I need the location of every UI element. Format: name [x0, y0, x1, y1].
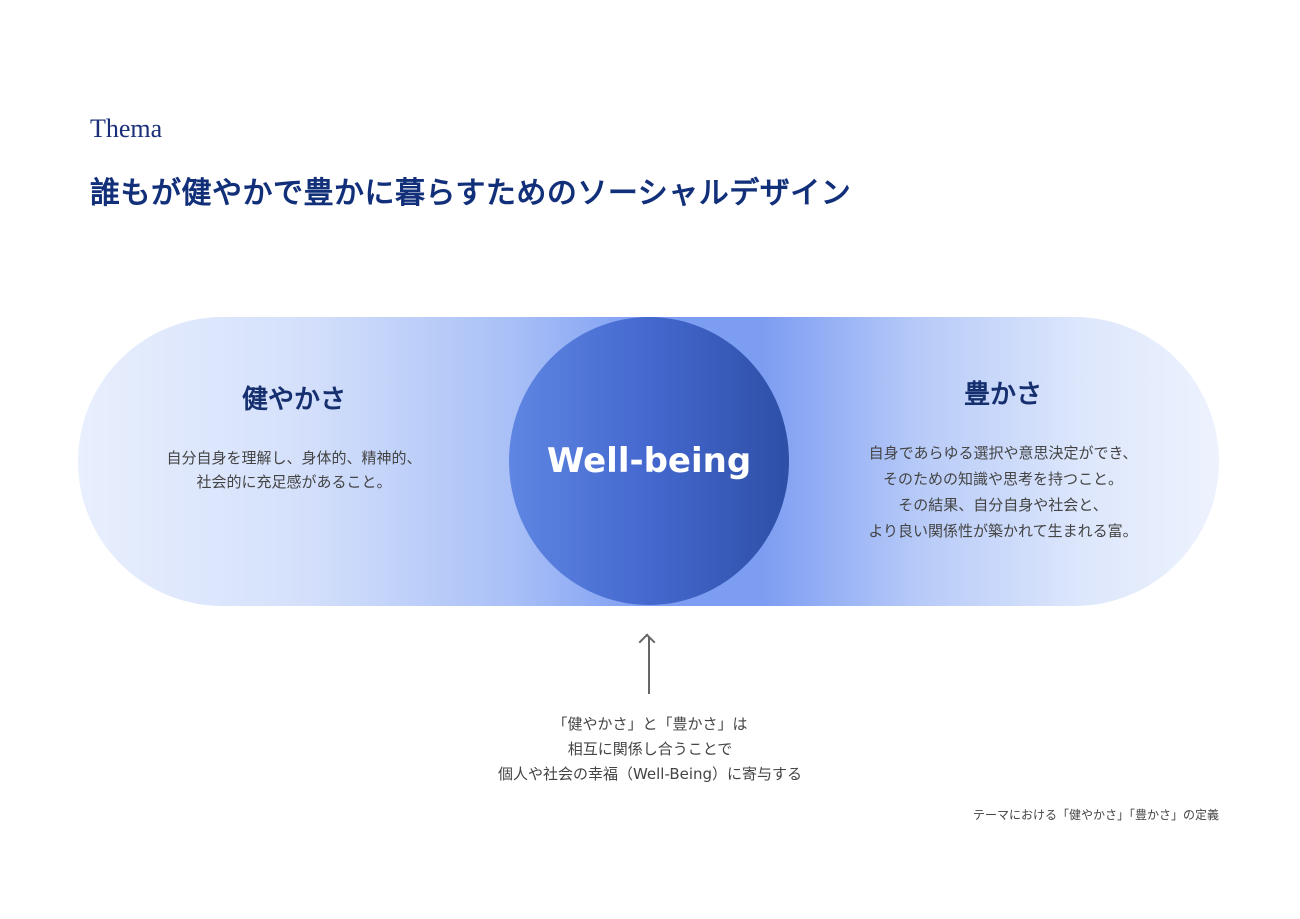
text-line: そのための知識や思考を持つこと。 [882, 470, 1123, 488]
figure-caption: テーマにおける「健やかさ」「豊かさ」の定義 [972, 808, 1219, 822]
text-line: 自身であらゆる選択や意思決定ができ、 [868, 444, 1138, 462]
health-title: 健やかさ [241, 385, 346, 415]
text-line: 相互に関係し合うことで [567, 740, 733, 758]
page-title: 誰もが健やかで豊かに暮らすためのソーシャルデザイン [90, 176, 852, 211]
wellbeing-circle: Well-being [509, 317, 789, 605]
text-line: 個人や社会の幸福（Well-Being）に寄与する [497, 765, 803, 783]
text-line: 「健やかさ」と「豊かさ」は [552, 715, 748, 733]
arrowhead-icon [638, 633, 656, 651]
text-line: 自分自身を理解し、身体的、精神的、 [166, 449, 422, 467]
richness-title: 豊かさ [963, 380, 1042, 410]
text-line: 社会的に充足感があること。 [196, 473, 392, 491]
wellbeing-label: Well-being [546, 441, 752, 481]
richness-description: 自身であらゆる選択や意思決定ができ、 そのための知識や思考を持つこと。 その結果… [823, 440, 1183, 544]
relationship-note: 「健やかさ」と「豊かさ」は 相互に関係し合うことで 個人や社会の幸福（Well-… [450, 712, 850, 787]
health-description: 自分自身を理解し、身体的、精神的、 社会的に充足感があること。 [114, 446, 474, 494]
text-line: より良い関係性が築かれて生まれる富。 [868, 522, 1138, 540]
section-label: Thema [90, 114, 163, 143]
text-line: その結果、自分自身や社会と、 [898, 496, 1108, 514]
up-arrow-icon [648, 637, 650, 694]
